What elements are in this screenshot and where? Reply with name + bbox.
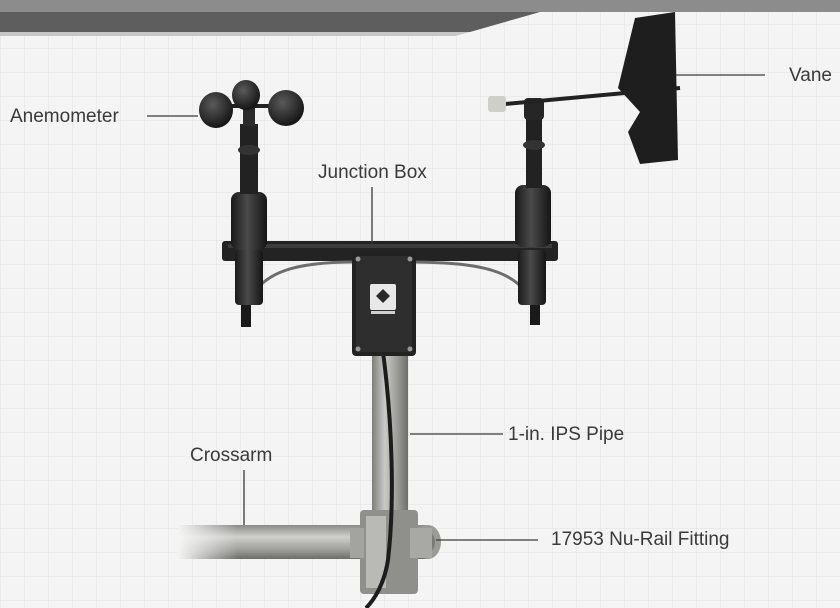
ips-pipe-label: 1-in. IPS Pipe <box>508 424 625 445</box>
anemometer <box>199 80 304 327</box>
top-banner <box>0 0 840 36</box>
wind-vane <box>488 12 681 325</box>
nu-rail-fitting-label: 17953 Nu-Rail Fitting <box>551 529 730 550</box>
vane-label: Vane <box>789 65 832 86</box>
junction-box-label: Junction Box <box>318 162 427 183</box>
signal-cable <box>364 351 394 608</box>
anemometer-label: Anemometer <box>10 106 119 127</box>
leader-lines <box>147 74 765 541</box>
crossarm-label: Crossarm <box>190 445 273 466</box>
junction-box <box>352 252 416 356</box>
young-logo-icon <box>370 284 396 314</box>
sensor-crossbar <box>222 241 558 261</box>
